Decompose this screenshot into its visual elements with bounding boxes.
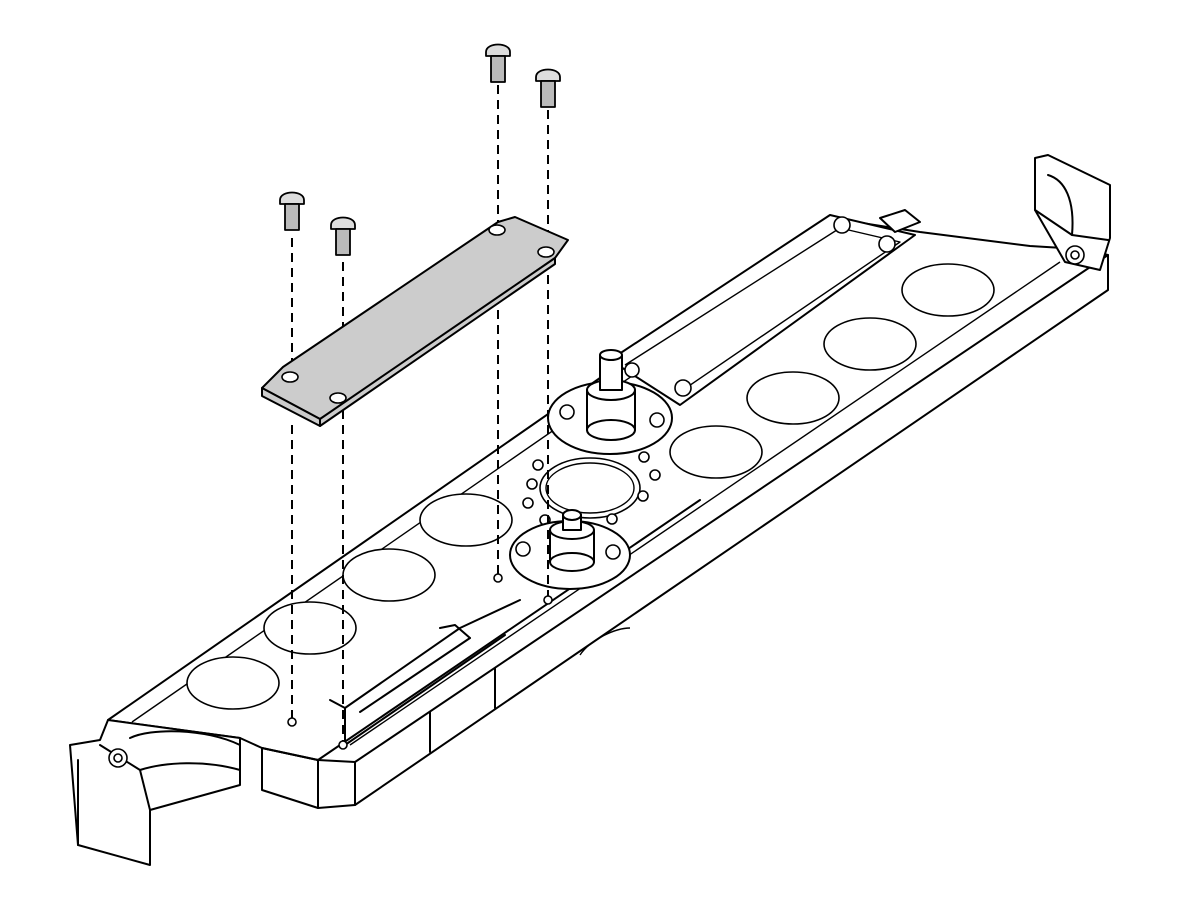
pocket <box>419 493 513 547</box>
screw-icon <box>485 43 511 83</box>
screw-icon <box>330 216 356 256</box>
center-opening <box>539 457 641 519</box>
pocket <box>342 548 436 602</box>
pocket <box>186 656 280 710</box>
upper-cover-strip <box>609 214 916 406</box>
pocket <box>746 371 840 425</box>
pocket <box>263 601 357 655</box>
base-tray <box>69 154 1111 866</box>
upper-shaft-mount <box>547 349 673 455</box>
lower-shaft-mount <box>509 509 631 590</box>
tray-screw-hole <box>338 740 348 750</box>
tray-screw-hole <box>493 573 503 583</box>
pocket <box>823 317 917 371</box>
pocket <box>901 263 995 317</box>
screw-icon <box>535 68 561 108</box>
left-end-hook <box>69 719 241 866</box>
screw-icon <box>279 191 305 231</box>
cover-plate <box>261 216 569 427</box>
pocket <box>669 425 763 479</box>
tray-screw-hole <box>287 717 297 727</box>
tray-screw-hole <box>543 595 553 605</box>
